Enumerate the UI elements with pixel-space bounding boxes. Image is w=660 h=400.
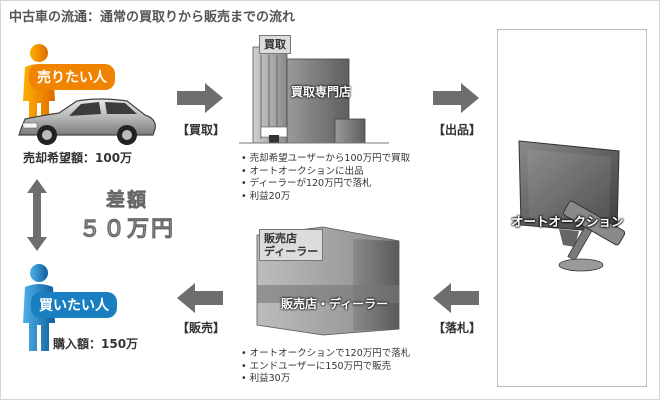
auction-label: オートオークション — [511, 214, 624, 229]
list-item: 利益20万 — [241, 191, 410, 204]
arrow-left-icon — [433, 283, 479, 313]
list-item: 利益30万 — [241, 373, 410, 386]
dealer-notes: オートオークションで120万円で落札 エンドユーザーに150万円で販売 利益30… — [241, 348, 411, 386]
seller-caption: 売却希望額：100万 — [23, 151, 133, 165]
buyer-label: 買いたい人 — [31, 292, 117, 318]
list-item: エンドユーザーに150万円で販売 — [241, 361, 410, 374]
difference-amount: ５０万円 — [78, 217, 175, 243]
purchase-shop-sign: 買取 — [259, 35, 291, 54]
flow-label-win-bid: 【落札】 — [433, 321, 482, 335]
double-arrow-icon — [27, 179, 47, 251]
flow-label-sell: 【販売】 — [177, 321, 226, 335]
flow-label-buy: 【買取】 — [177, 123, 226, 137]
difference-label: 差額 — [105, 189, 148, 212]
list-item: ディーラーが120万円で落札 — [241, 178, 410, 191]
gavel-icon — [558, 200, 626, 272]
list-item: オートオークションで120万円で落札 — [241, 348, 411, 361]
buyer-caption: 購入額：150万 — [53, 337, 139, 351]
dealer-sign-line-1: 販売店 — [264, 232, 297, 245]
arrow-right-icon — [177, 83, 223, 113]
flow-label-list: 【出品】 — [433, 123, 482, 137]
list-item: 売却希望ユーザーから100万円で買取 — [241, 153, 410, 166]
seller-label: 売りたい人 — [29, 64, 115, 90]
list-item: オートオークションに出品 — [241, 166, 410, 179]
dealer-sign-line-2: ディーラー — [264, 245, 319, 258]
car-icon — [18, 98, 156, 145]
purchase-shop-building-icon — [239, 46, 389, 144]
monitor-icon — [518, 140, 620, 247]
diagram-title: 中古車の流通：通常の買取りから販売までの流れ — [9, 10, 296, 25]
dealer-sign: 販売店 ディーラー — [259, 229, 324, 261]
arrow-left-icon — [177, 283, 223, 313]
purchase-shop-name: 買取専門店 — [291, 85, 352, 99]
purchase-shop-notes: 売却希望ユーザーから100万円で買取 オートオークションに出品 ディーラーが12… — [241, 153, 410, 203]
arrow-right-icon — [433, 83, 479, 113]
dealer-name: 販売店・ディーラー — [281, 297, 389, 311]
